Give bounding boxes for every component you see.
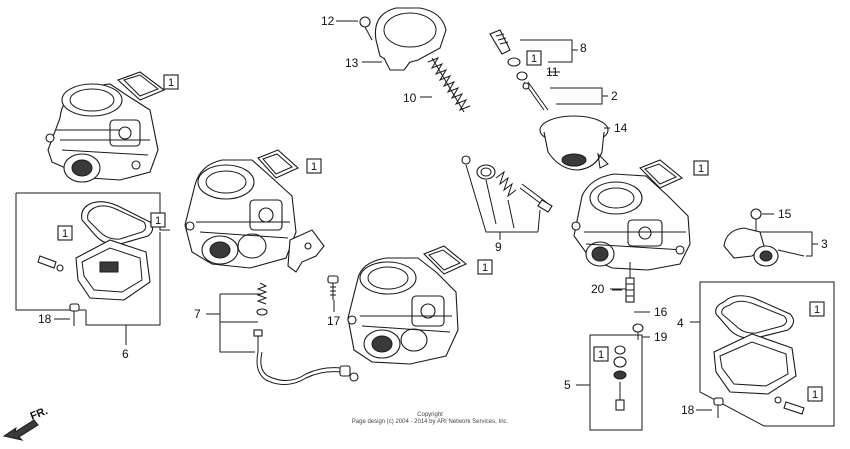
svg-text:1: 1 — [62, 228, 68, 240]
callout-5: 5 — [564, 378, 571, 392]
callout-9: 9 — [495, 240, 502, 254]
qty-box: 1 — [526, 50, 542, 66]
svg-text:1: 1 — [155, 215, 161, 227]
float-needle-box-5 — [576, 334, 643, 431]
callout-18-right: 18 — [681, 403, 695, 417]
qty-box: 1 — [150, 212, 166, 228]
qty-box: 1 — [693, 160, 709, 176]
callout-18-left: 18 — [38, 312, 52, 326]
top-cover-13 — [359, 7, 447, 71]
callout-20: 20 — [591, 282, 605, 296]
diaphragm-14 — [539, 115, 609, 171]
svg-text:1: 1 — [812, 389, 818, 401]
qty-box: 1 — [807, 386, 823, 402]
qty-box: 1 — [477, 259, 493, 275]
screw-18-left — [69, 303, 80, 326]
callout-2: 2 — [611, 89, 618, 103]
callout-17: 17 — [327, 314, 341, 328]
callout-14: 14 — [614, 121, 628, 135]
jet-needle-2 — [522, 81, 608, 111]
screw-15 — [750, 208, 762, 232]
carburetor-2 — [184, 159, 297, 269]
spring-10 — [427, 56, 471, 113]
needle-set-9 — [461, 155, 553, 233]
svg-text:1: 1 — [698, 163, 704, 175]
callout-10: 10 — [403, 91, 417, 105]
callout-8: 8 — [580, 41, 587, 55]
gasket-1a — [116, 71, 166, 101]
carburetor-3 — [347, 257, 459, 365]
callout-4: 4 — [677, 316, 684, 330]
qty-box: 1 — [306, 158, 322, 174]
qty-box: 1 — [57, 225, 73, 241]
front-direction-arrow: FR. — [2, 405, 50, 441]
callout-16: 16 — [654, 305, 668, 319]
svg-text:1: 1 — [814, 304, 820, 316]
callout-11: 11 — [546, 65, 559, 79]
copyright-notice: Copyright Page design (c) 2004 - 2014 by… — [300, 412, 560, 426]
svg-text:1: 1 — [168, 77, 174, 89]
bracket — [287, 229, 325, 273]
svg-text:1: 1 — [531, 53, 537, 65]
copyright-line-1: Copyright — [417, 412, 443, 418]
svg-text:1: 1 — [598, 349, 604, 361]
callout-6: 6 — [122, 347, 129, 361]
callout-3: 3 — [821, 237, 828, 251]
screw-17 — [327, 275, 339, 300]
screw-18-right — [713, 397, 724, 418]
callout-12: 12 — [321, 14, 335, 28]
float-chamber-box-4 — [690, 281, 835, 427]
idle-screw-set-7 — [219, 282, 359, 385]
leader-lines — [54, 20, 774, 411]
jet-needle-set-8 — [489, 29, 578, 81]
callout-19: 19 — [654, 330, 668, 344]
callout-15: 15 — [778, 207, 792, 221]
svg-text:1: 1 — [311, 161, 317, 173]
qty-box: 1 — [163, 74, 179, 90]
svg-text:FR.: FR. — [29, 405, 50, 423]
float-chamber-box-6 — [15, 192, 170, 326]
callout-7: 7 — [194, 307, 201, 321]
carburetor-1 — [45, 83, 159, 183]
jet-16 — [612, 262, 635, 303]
carburetor-4 — [571, 173, 691, 271]
choke-set-3 — [723, 227, 818, 267]
jet-19 — [632, 323, 644, 340]
svg-text:1: 1 — [482, 262, 488, 274]
callout-13: 13 — [345, 56, 359, 70]
qty-box: 1 — [809, 301, 825, 317]
qty-box: 1 — [593, 346, 609, 362]
copyright-line-2: Page design (c) 2004 - 2014 by ARI Netwo… — [351, 419, 509, 425]
